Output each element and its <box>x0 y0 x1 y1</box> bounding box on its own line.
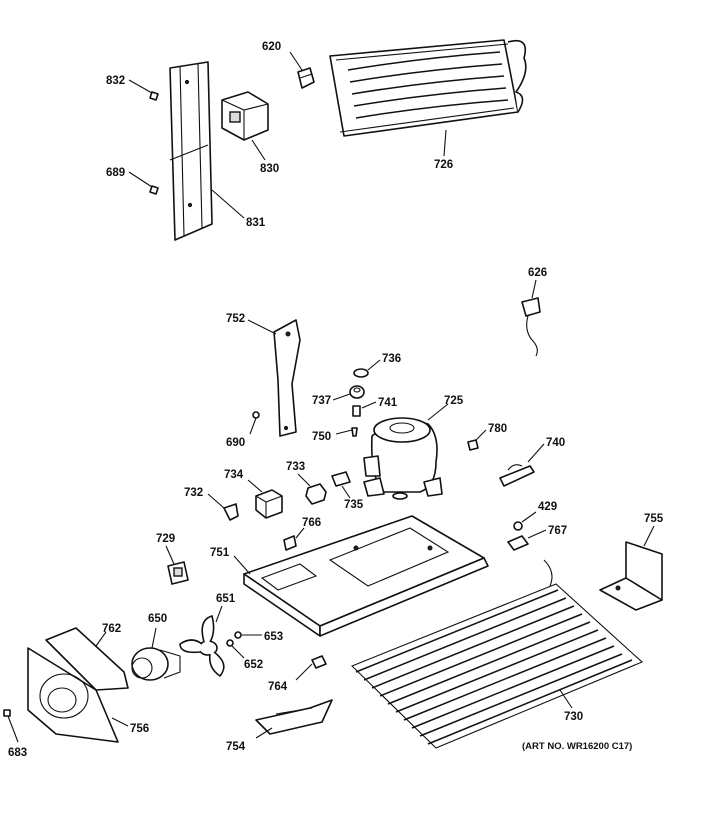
part-label-737: 737 <box>312 395 331 407</box>
part-label-767: 767 <box>548 525 567 537</box>
fan-shroud-756 <box>27 647 129 743</box>
evaporator-730 <box>351 559 644 749</box>
clip-764 <box>295 655 327 681</box>
part-label-651: 651 <box>216 593 236 605</box>
part-label-751: 751 <box>210 547 230 559</box>
connector-735 <box>331 471 351 499</box>
relay-734 <box>247 479 283 519</box>
part-label-735: 735 <box>344 499 364 511</box>
bracket-767 <box>507 529 547 551</box>
channel-bracket-831 <box>169 61 245 241</box>
cord-626 <box>521 279 541 357</box>
part-label-689: 689 <box>106 167 125 179</box>
part-label-740: 740 <box>546 437 565 449</box>
part-label-736: 736 <box>382 353 401 365</box>
switch-729 <box>165 545 189 585</box>
screw-683 <box>3 709 19 743</box>
screw-689 <box>128 171 159 195</box>
part-label-752: 752 <box>226 313 245 325</box>
clip-732 <box>207 493 239 521</box>
part-label-429: 429 <box>538 501 557 513</box>
part-label-626: 626 <box>528 267 547 279</box>
bushing-737 <box>332 385 365 401</box>
condenser-726 <box>329 39 527 157</box>
part-label-830: 830 <box>260 163 279 175</box>
part-label-750: 750 <box>312 431 331 443</box>
grommet-736 <box>353 359 381 378</box>
part-label-764: 764 <box>268 681 288 693</box>
nut-653 <box>234 631 262 639</box>
part-label-780: 780 <box>488 423 507 435</box>
part-label-754: 754 <box>226 741 246 753</box>
clip-766 <box>283 527 305 551</box>
part-label-726: 726 <box>434 159 453 171</box>
clip-780 <box>467 429 487 451</box>
tray-754 <box>255 699 333 739</box>
screw-690 <box>249 411 260 435</box>
part-label-652: 652 <box>244 659 263 671</box>
part-label-734: 734 <box>224 469 244 481</box>
part-label-653: 653 <box>264 631 283 643</box>
bracket-740 <box>499 443 545 487</box>
overload-733 <box>297 473 327 505</box>
part-label-733: 733 <box>286 461 305 473</box>
part-label-756: 756 <box>130 723 149 735</box>
part-label-620: 620 <box>262 41 281 53</box>
art-number: (ART NO. WR16200 C17) <box>522 741 632 752</box>
part-label-762: 762 <box>102 623 121 635</box>
part-label-766: 766 <box>302 517 321 529</box>
part-label-831: 831 <box>246 217 266 229</box>
part-label-690: 690 <box>226 437 245 449</box>
washer-652 <box>226 639 245 659</box>
clip-750 <box>335 427 358 437</box>
compressor-725 <box>363 403 449 500</box>
part-label-683: 683 <box>8 747 27 759</box>
part-label-732: 732 <box>184 487 203 499</box>
relay-830 <box>221 91 269 161</box>
fitting-620 <box>289 51 315 89</box>
fan-blade-651 <box>179 605 225 677</box>
shroud-762 <box>45 627 129 691</box>
part-label-832: 832 <box>106 75 125 87</box>
part-label-729: 729 <box>156 533 175 545</box>
base-pan-751 <box>233 515 489 637</box>
screw-832 <box>128 79 159 101</box>
fan-motor-650 <box>131 627 181 681</box>
part-label-650: 650 <box>148 613 167 625</box>
part-label-730: 730 <box>564 711 583 723</box>
part-label-755: 755 <box>644 513 664 525</box>
bracket-755 <box>599 525 663 611</box>
sleeve-741 <box>352 401 377 417</box>
part-label-725: 725 <box>444 395 464 407</box>
part-label-741: 741 <box>378 397 398 409</box>
bracket-752 <box>247 319 301 437</box>
screw-429 <box>513 511 537 531</box>
